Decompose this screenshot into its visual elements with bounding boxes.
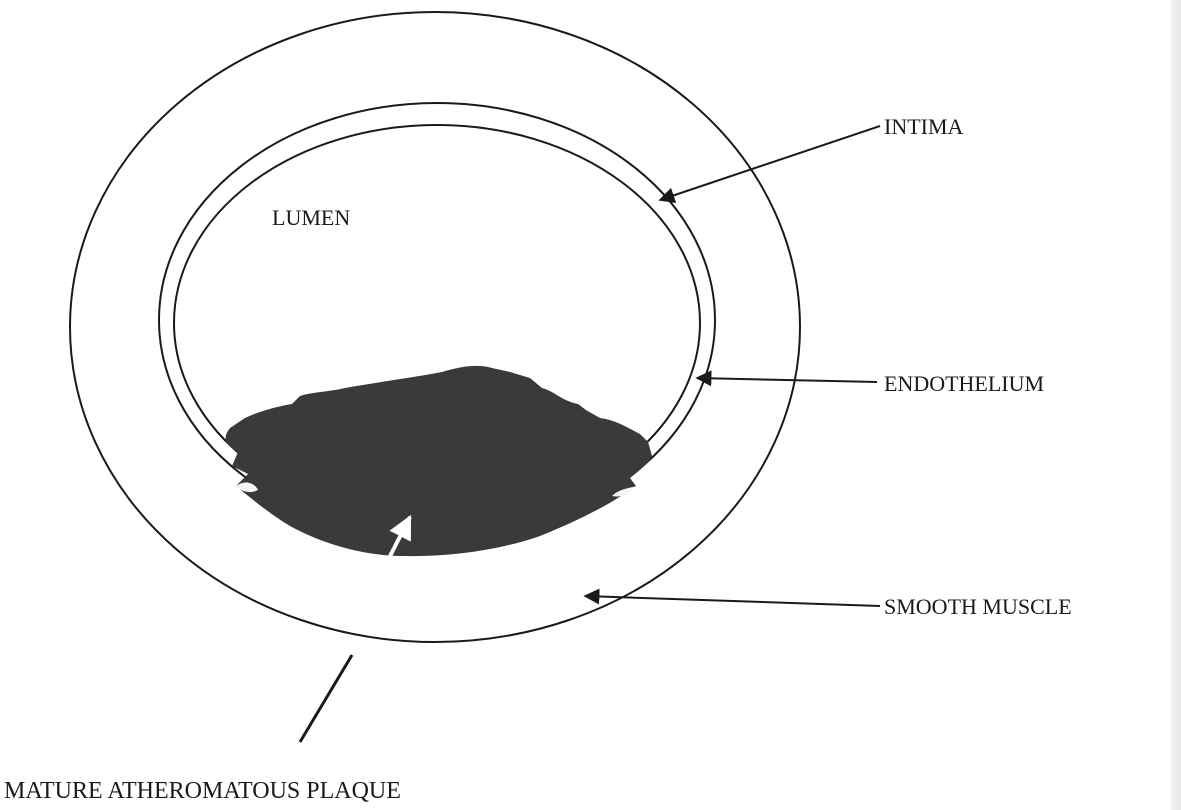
plaque-leader-line: [300, 655, 352, 742]
intima-label: INTIMA: [884, 114, 964, 139]
plaque-shape: [226, 366, 652, 556]
lumen-label: LUMEN: [272, 205, 350, 230]
page-edge-shadow: [1171, 0, 1181, 810]
smooth-muscle-label: SMOOTH MUSCLE: [884, 594, 1072, 619]
intima-arrow: [660, 126, 880, 200]
endothelium-arrow: [697, 378, 877, 382]
endothelium-label: ENDOTHELIUM: [884, 371, 1044, 396]
plaque-label: MATURE ATHEROMATOUS PLAQUE: [4, 778, 401, 804]
smooth-muscle-arrow: [585, 596, 880, 606]
